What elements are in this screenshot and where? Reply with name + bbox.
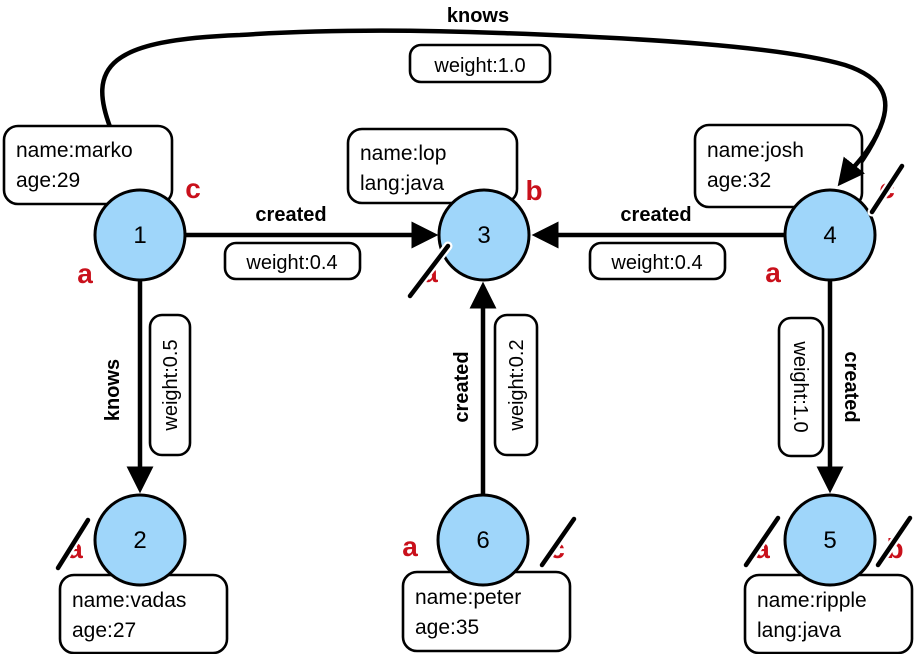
edge-label-created-1-3: created [255,204,326,226]
strike-mark-c-vertex-6 [537,514,579,570]
weight-box-created-6-3: weight:0.2 [493,313,539,457]
strike-mark-a-vertex-5 [741,513,783,570]
property-line: lang:java [360,172,444,195]
vertex-2: 2 [93,493,187,587]
vertex-id: 2 [133,527,146,554]
edge-knows-1-4-arrowhead [837,129,882,187]
edge-label-knows-1-2: knows [102,359,124,421]
weight-box-created-1-3: weight:0.4 [223,241,362,281]
property-line: name:vadas [72,589,186,612]
vertex-id: 3 [477,222,490,249]
property-line: name:peter [415,586,521,609]
property-line: name:ripple [757,589,867,612]
property-line: name:josh [707,139,804,162]
weight-label: weight:0.5 [160,339,182,431]
edge-label-created-6-3: created [451,351,473,422]
step-mark-b-vertex-3: b [525,175,542,206]
property-box-vertex-5: name:ripple lang:java [743,573,914,654]
weight-box-created-4-5: weight:1.0 [777,316,825,458]
vertex-5: 5 [783,493,877,587]
vertex-4: 4 [783,188,877,282]
property-line: lang:java [757,619,841,642]
weight-box-created-4-3: weight:0.4 [588,241,727,281]
property-line: age:35 [415,616,479,639]
weight-box-knows-1-4: weight:1.0 [408,43,552,84]
step-mark-a-vertex-1: a [77,258,93,289]
weight-label: weight:1.0 [789,340,811,432]
step-mark-a-vertex-4: a [765,257,781,288]
property-box-vertex-3: name:lop lang:java [346,127,519,205]
property-box-vertex-1: name:marko age:29 [2,124,174,206]
weight-label: weight:0.2 [506,339,528,431]
step-mark-a-vertex-6: a [402,531,418,562]
weight-label: weight:0.4 [245,252,337,274]
strike-mark-a-vertex-3 [405,241,453,301]
property-line: age:29 [16,169,80,192]
weight-box-knows-1-2: weight:0.5 [148,313,192,457]
weight-label: weight:0.4 [610,252,702,274]
edge-label-created-4-3: created [620,204,691,226]
vertex-1: 1 [93,188,187,282]
property-line: name:marko [16,139,133,162]
edge-label-created-4-5: created [840,351,862,422]
edge-label-knows-1-4: knows [447,5,509,27]
vertex-3: 3 [437,188,531,282]
vertex-id: 4 [823,222,836,249]
strike-mark-c-vertex-4 [867,161,907,217]
step-mark-c-vertex-1: c [185,173,201,204]
property-line: age:32 [707,169,771,192]
property-box-vertex-2: name:vadas age:27 [58,573,229,654]
strike-mark-b-vertex-5 [873,513,915,570]
vertex-id: 5 [823,527,836,554]
vertex-6: 6 [436,493,530,587]
strike-mark-a-vertex-2 [53,515,93,573]
edge-knows-1-4 [100,28,888,190]
weight-label: weight:1.0 [433,55,525,77]
property-box-vertex-6: name:peter age:35 [401,570,572,653]
vertex-id: 6 [476,527,489,554]
property-line: age:27 [72,619,136,642]
vertex-id: 1 [133,222,146,249]
property-line: name:lop [360,142,446,165]
